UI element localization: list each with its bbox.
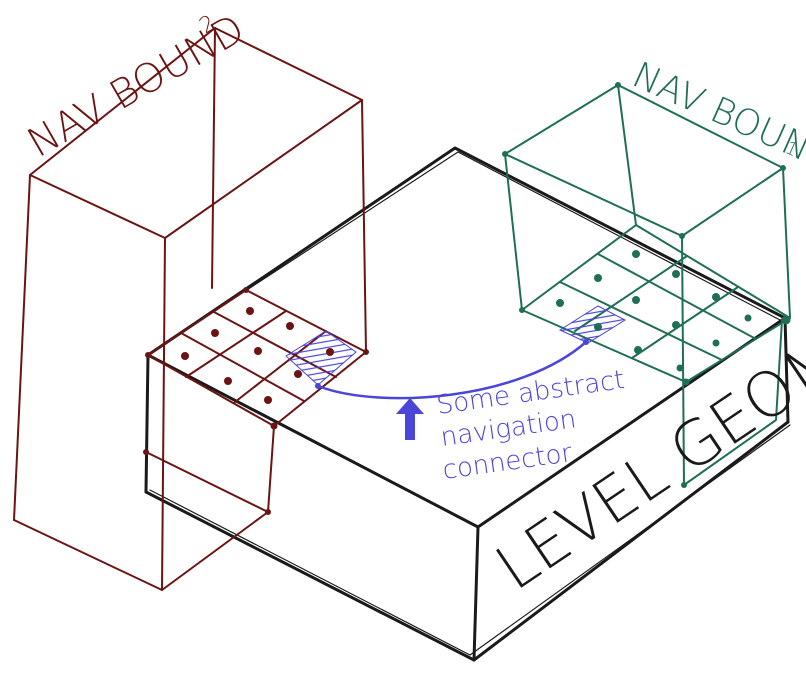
nav-bound-1-edge-right	[782, 167, 791, 319]
nav-cell-dot	[744, 314, 752, 322]
level-geom-front-edge	[472, 525, 480, 662]
nav-cell-dot	[181, 352, 189, 360]
nav-cell-dot	[326, 348, 334, 356]
nav-bound-1-edge-left	[504, 153, 523, 311]
nav-cell-dot	[672, 270, 680, 278]
nav-bound-2-corner	[145, 352, 151, 358]
nav-cell-dot	[632, 296, 640, 304]
arrow-up-icon	[396, 398, 424, 440]
nav-bound-1-grid-line	[559, 281, 723, 361]
connector-endpoint	[583, 339, 589, 345]
nav-bound-2-corner	[363, 349, 369, 355]
nav-bound-1-edge-front	[681, 235, 685, 486]
nav-cell-dot	[634, 346, 642, 354]
nav-cell-dot	[632, 250, 640, 258]
level-geom-right-edge	[783, 316, 790, 424]
nav-bound-1-corner	[682, 378, 690, 386]
nav-cell-dot	[211, 329, 219, 337]
nav-bound-1-corner	[781, 315, 791, 325]
nav-cell-dot	[594, 323, 602, 331]
nav-bound-1-title: NAV BOUND	[626, 55, 806, 181]
nav-bound-1-bottom	[683, 319, 783, 486]
nav-bound-2-label: NAV BOUND 2	[20, 6, 252, 167]
nav-cell-dot	[594, 274, 602, 282]
nav-bound-1-hatched-cell	[558, 305, 627, 344]
nav-bound-1-grid-line	[597, 253, 757, 340]
nav-bound-2-grid-line	[185, 310, 287, 378]
connector-curve	[316, 340, 588, 400]
nav-cell-dot	[712, 339, 720, 347]
nav-bound-2-corner	[243, 287, 249, 293]
nav-bound-1-corner	[780, 165, 786, 171]
nav-bound-2-edge-back	[211, 27, 216, 289]
nav-cell-dot	[294, 370, 302, 378]
nav-bound-2-grid-line	[180, 332, 305, 402]
nav-bound-2-edge-right	[361, 99, 367, 353]
nav-bound-1-grid-line	[631, 286, 739, 359]
nav-bound-2-bottom	[13, 511, 269, 591]
nav-bound-2-edge-front	[161, 237, 166, 591]
level-geom-bottom-right	[472, 420, 790, 662]
nav-cell-dot	[254, 347, 262, 355]
connector-endpoint	[315, 383, 321, 389]
nav-bound-1-corner	[679, 233, 685, 239]
nav-bound-2-corner	[265, 509, 271, 515]
nav-bound-1-label: NAV BOUND 1	[626, 55, 806, 181]
nav-bound-1-edge-back	[617, 84, 637, 226]
level-geom-sketch-2	[149, 424, 791, 656]
level-geom-sketch-1	[151, 151, 781, 353]
nav-cell-dot	[246, 307, 254, 315]
nav-cell-dot	[224, 377, 232, 385]
nav-bound-1	[502, 82, 791, 488]
nav-bound-2-corner	[270, 422, 278, 430]
nav-bound-2-hatched-cell	[285, 330, 357, 386]
nav-cell-dot	[672, 321, 680, 329]
nav-bound-2-edge-left	[13, 174, 31, 521]
nav-cell-dot	[264, 396, 272, 404]
level-geom-bottom-left	[144, 490, 476, 662]
nav-cell-dot	[676, 364, 684, 372]
level-geom-left-edge	[144, 353, 150, 494]
nav-bound-1-corner	[519, 307, 525, 313]
nav-bound-1-corner	[615, 82, 621, 88]
nav-cell-dot	[712, 293, 720, 301]
nav-cell-dot	[556, 299, 564, 307]
nav-cell-dot	[286, 322, 294, 330]
nav-bound-2	[13, 27, 369, 591]
nav-bound-2-mid	[145, 451, 269, 513]
nav-bound-2-lower-right	[267, 425, 275, 513]
nav-bound-1-corner	[681, 482, 687, 488]
nav-bound-1-corner	[502, 151, 508, 157]
navigation-connector: Some abstract navigation connector	[315, 339, 626, 486]
nav-bound-2-corner	[143, 449, 149, 455]
